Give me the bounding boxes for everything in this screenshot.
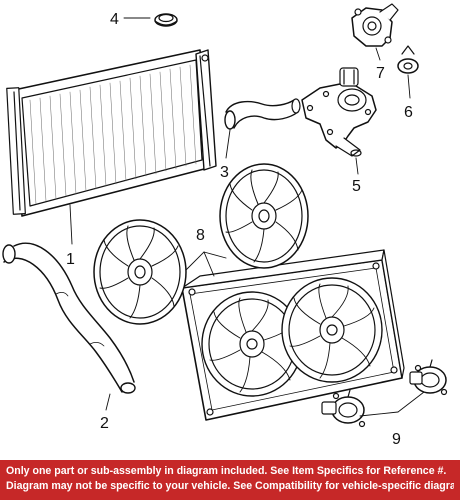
- fan-motor-right: [409, 359, 448, 396]
- callout-9: 9: [392, 431, 401, 448]
- parts-diagram: 1 2 3 4 5 6 7 8 9: [2, 3, 448, 448]
- callout-1: 1: [66, 251, 75, 268]
- fan-shroud: [181, 249, 405, 421]
- disclaimer-line-1: Only one part or sub-assembly in diagram…: [6, 465, 447, 477]
- disclaimer-line-2: Diagram may not be specific to your vehi…: [6, 480, 454, 492]
- callout-6: 6: [404, 104, 413, 121]
- callout-5: 5: [352, 178, 361, 195]
- leader-lines: [69, 17, 425, 417]
- fan-blade-right: [219, 163, 309, 269]
- radiator-cap: [154, 13, 178, 27]
- callout-3: 3: [220, 164, 229, 181]
- fan-blade-left: [93, 219, 187, 325]
- fan-motor-left: [321, 389, 366, 428]
- callout-2: 2: [100, 415, 109, 432]
- callout-7: 7: [376, 65, 385, 82]
- thermostat: [397, 45, 419, 74]
- callout-4: 4: [110, 11, 119, 28]
- thermostat-housing: [351, 3, 399, 47]
- lower-hose: [2, 242, 136, 394]
- disclaimer-banner: Only one part or sub-assembly in diagram…: [0, 460, 460, 500]
- radiator: [6, 49, 217, 217]
- water-pump: [301, 67, 377, 157]
- upper-hose: [224, 98, 301, 130]
- callout-8: 8: [196, 227, 205, 244]
